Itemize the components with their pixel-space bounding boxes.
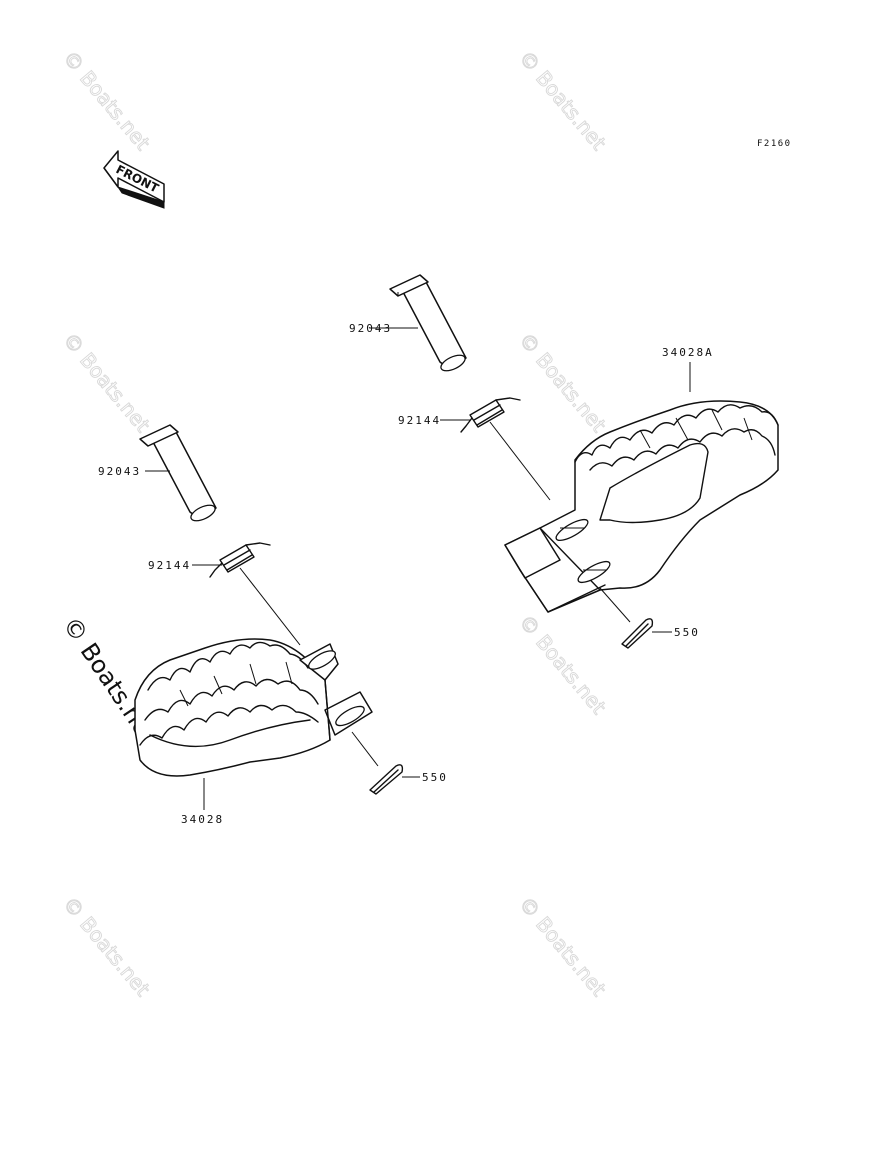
spring-lower [209,542,301,646]
pin-upper [389,274,467,372]
part-label-spring-lower: 92144 [148,559,191,572]
front-arrow-icon: FRONT [103,150,165,209]
watermark: © Boats.net [514,610,611,719]
part-label-pin-upper: 92043 [349,322,392,335]
cotter-pin-left [351,731,404,795]
part-label-cotter-left: 550 [422,771,448,784]
part-label-cotter-right: 550 [674,626,700,639]
watermark: © Boats.net [58,892,155,1001]
watermark: © Boats.net [514,328,611,437]
cotter-pin-right [599,587,654,649]
part-label-spring-upper: 92144 [398,414,441,427]
spring-upper [460,397,551,501]
part-label-footpeg-right: 34028A [662,346,714,359]
part-label-footpeg-left: 34028 [181,813,224,826]
watermark: © Boats.net [58,46,155,155]
pin-lower [139,424,217,522]
watermark: © Boats.net [514,892,611,1001]
part-label-pin-lower: 92043 [98,465,141,478]
watermark: © Boats.net [514,46,611,155]
diagram-id: F2160 [757,139,792,149]
footpeg-left [134,638,373,777]
watermark: © Boats.net [58,328,155,437]
footpeg-right [504,400,779,613]
